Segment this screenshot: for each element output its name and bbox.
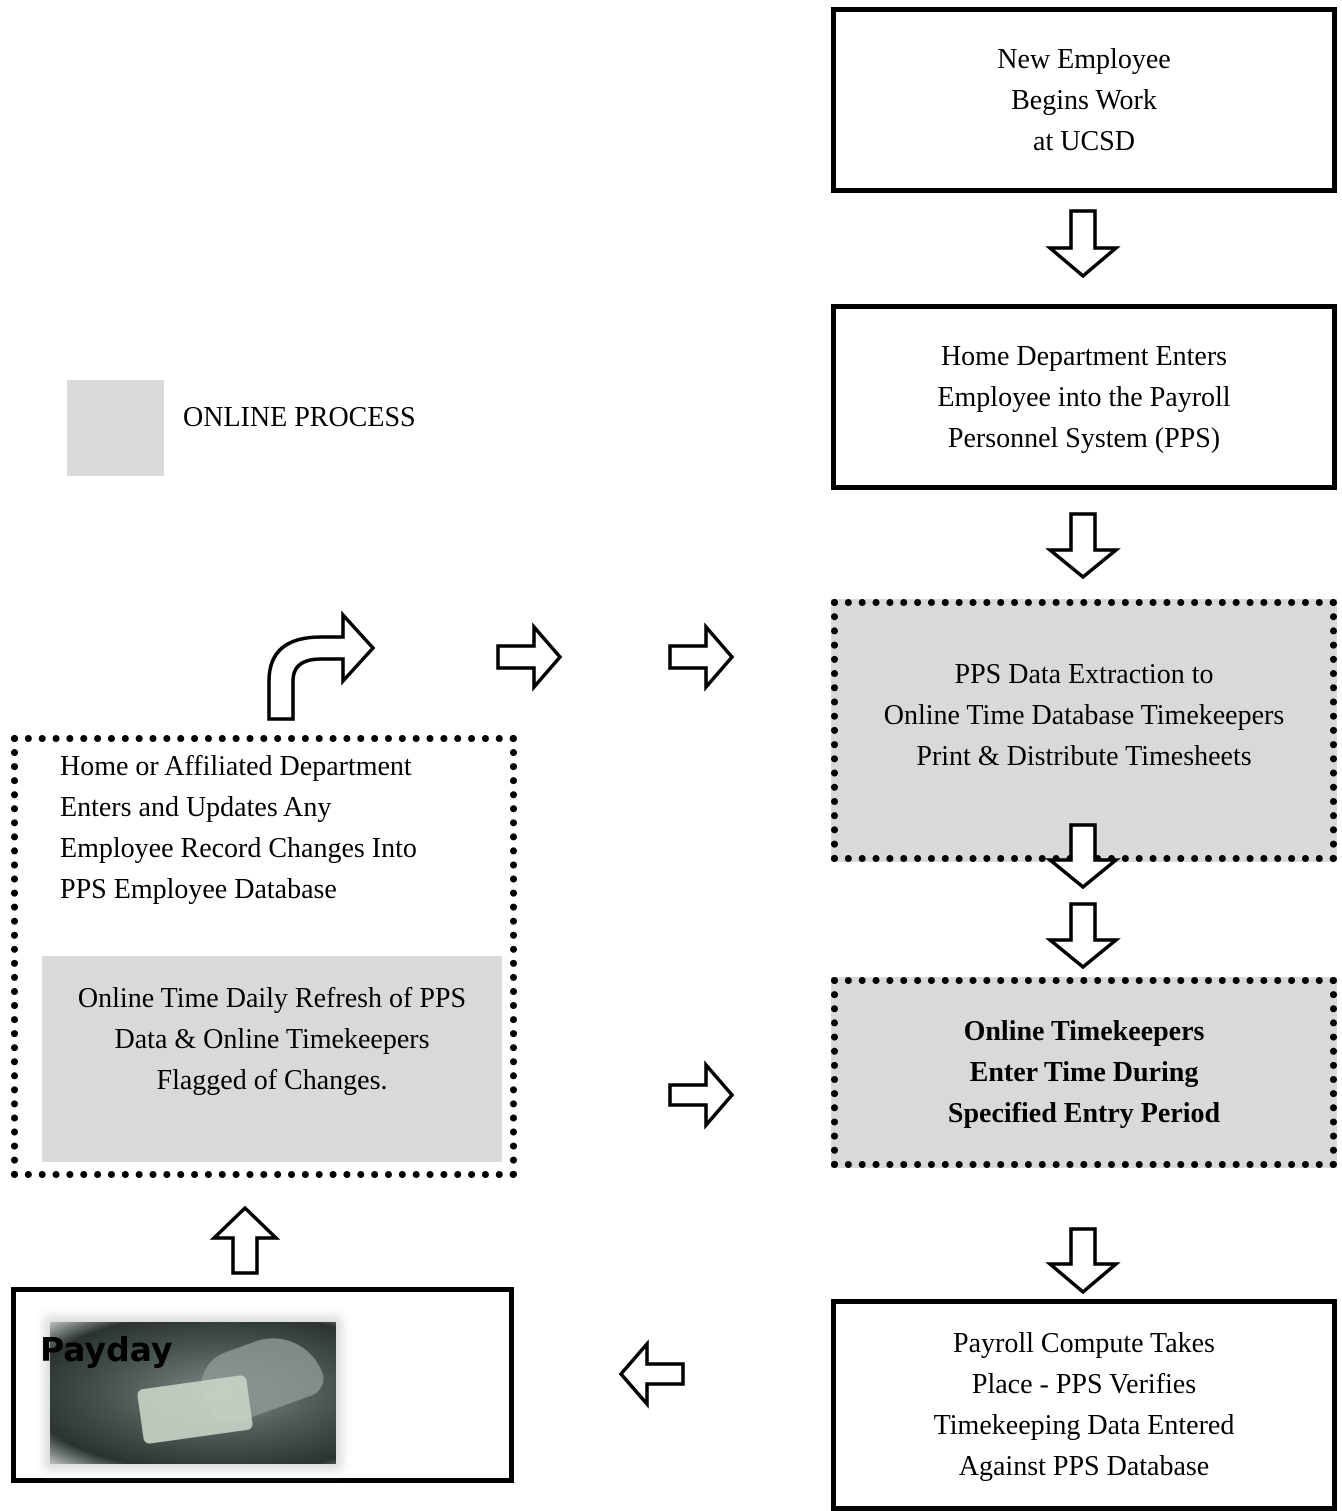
box-text-line: Begins Work: [1011, 84, 1157, 116]
box-text-line: Specified Entry Period: [947, 1098, 1221, 1129]
arrow-down-icon: [1045, 512, 1121, 580]
box-timekeepers-enter-time: Online Timekeepers Enter Time During Spe…: [831, 977, 1337, 1168]
arrow-left-icon: [618, 1339, 685, 1409]
arrow-right-icon: [496, 622, 563, 692]
arrow-right-icon: [668, 622, 735, 692]
box-text-line: PPS Employee Database: [60, 874, 337, 905]
box-text-line: New Employee: [997, 43, 1171, 75]
box-text-line: PPS Data Extraction to: [954, 659, 1214, 690]
box-text-line: at UCSD: [1033, 125, 1135, 157]
arrow-down-icon: [1045, 902, 1121, 970]
box-text-line: Home Department Enters: [940, 340, 1228, 372]
arrow-right-icon: [668, 1060, 735, 1130]
box-text-line: Place - PPS Verifies: [971, 1369, 1197, 1400]
box-text-line: Online Timekeepers: [963, 1016, 1205, 1047]
record-changes-text: Home or Affiliated Department Enters and…: [60, 746, 417, 910]
box-text-line: Employee into the Payroll: [937, 381, 1231, 413]
legend-swatch-online: [67, 380, 164, 476]
box-text-line: Enter Time During: [969, 1057, 1199, 1088]
box-text-line: Online Time Daily Refresh of PPS: [77, 983, 467, 1014]
box-text-line: Employee Record Changes Into: [60, 833, 417, 864]
box-record-changes: Home or Affiliated Department Enters and…: [11, 735, 517, 1178]
box-text-line: Online Time Database Timekeepers: [883, 700, 1285, 731]
payday-label: Payday: [40, 1330, 173, 1369]
box-text-line: Against PPS Database: [958, 1451, 1210, 1482]
box-text-line: Print & Distribute Timesheets: [916, 741, 1252, 772]
arrow-down-icon: [1045, 1227, 1121, 1295]
arrow-down-icon: [1045, 209, 1121, 279]
box-text-line: Payroll Compute Takes: [953, 1328, 1215, 1359]
box-text-line: Data & Online Timekeepers: [114, 1024, 430, 1055]
box-text-line: Home or Affiliated Department: [60, 751, 412, 782]
payday-money-handoff-image: [50, 1322, 336, 1464]
box-payroll-compute: Payroll Compute Takes Place - PPS Verifi…: [831, 1299, 1337, 1511]
box-text-line: Personnel System (PPS): [947, 422, 1221, 454]
box-text-line: Flagged of Changes.: [156, 1065, 388, 1096]
box-new-employee: New Employee Begins Work at UCSD: [831, 7, 1337, 193]
box-text-line: Timekeeping Data Entered: [933, 1410, 1235, 1441]
box-daily-refresh: Online Time Daily Refresh of PPS Data & …: [42, 956, 502, 1162]
box-text-line: Enters and Updates Any: [60, 792, 332, 823]
arrow-bent-up-right-icon: [267, 610, 376, 721]
arrow-up-icon: [209, 1205, 281, 1275]
arrow-down-icon: [1045, 823, 1121, 890]
box-home-department-enters: Home Department Enters Employee into the…: [831, 304, 1337, 490]
legend-label: ONLINE PROCESS: [183, 402, 416, 433]
box-pps-data-extraction: PPS Data Extraction to Online Time Datab…: [831, 599, 1337, 862]
box-payday: Payday: [11, 1287, 514, 1483]
